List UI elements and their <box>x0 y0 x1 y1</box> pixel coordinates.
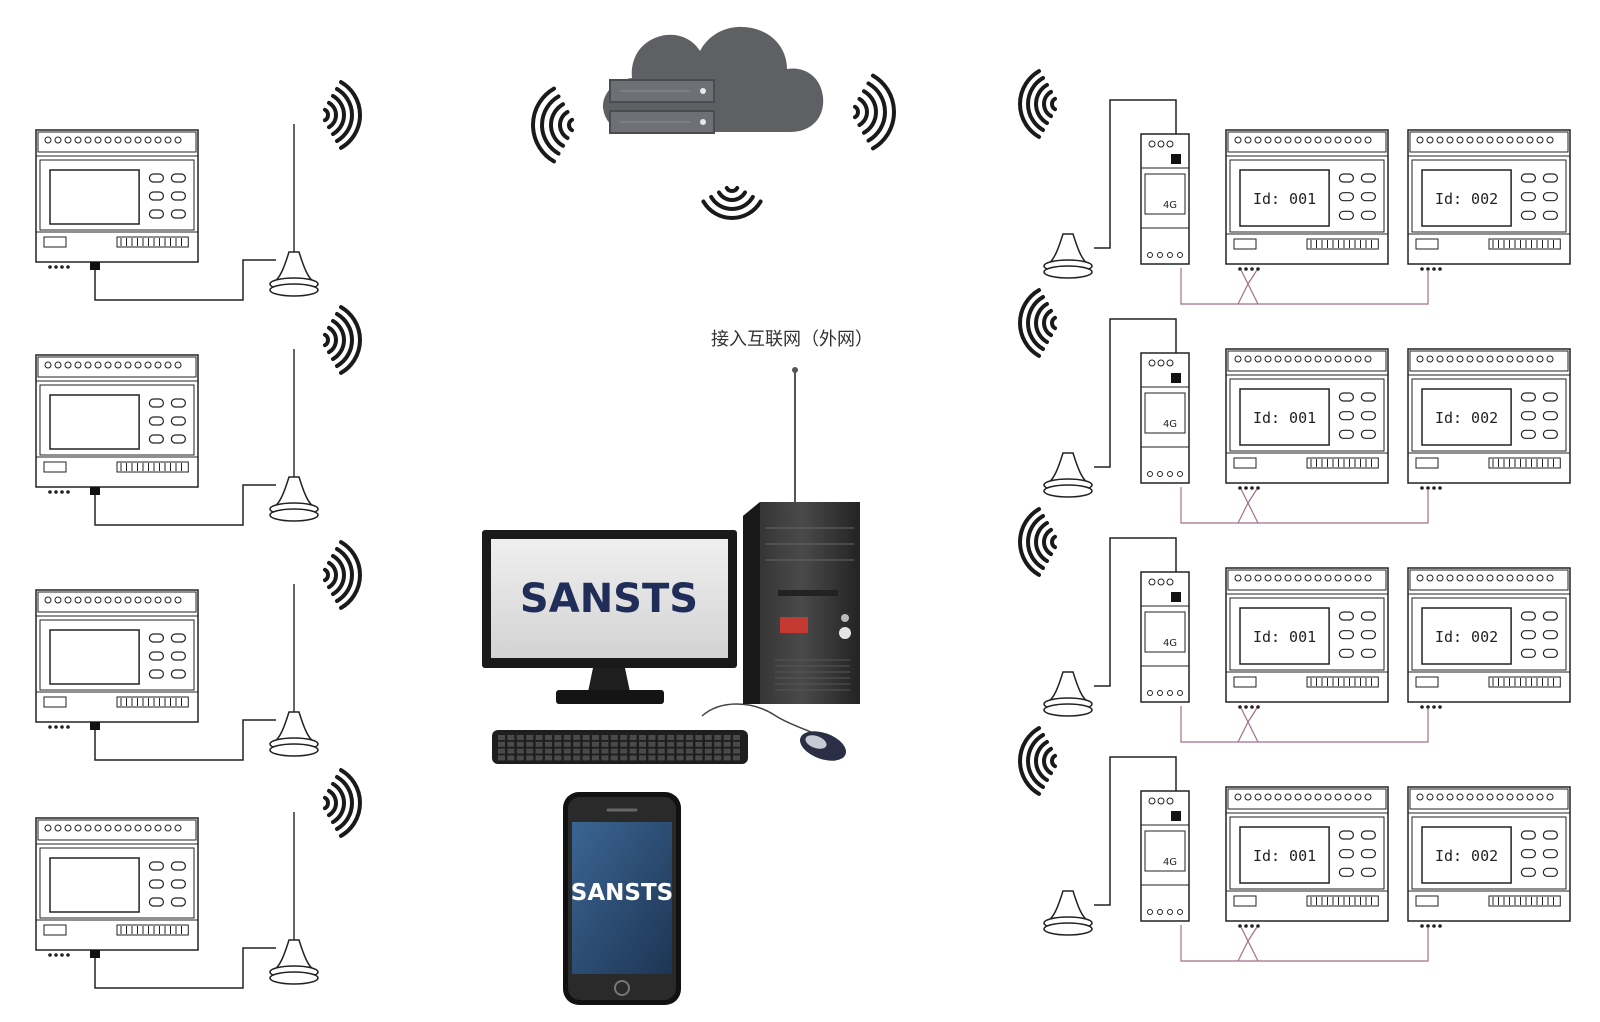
cloud-signal-left-icon <box>531 86 574 164</box>
suction-antenna-icon <box>1043 452 1093 498</box>
mouse <box>701 703 846 761</box>
internet-antenna <box>792 367 798 502</box>
device-id-label: Id: 001 <box>1253 190 1316 208</box>
keyboard <box>492 730 748 764</box>
right-device-row: 4G Id: 001 Id: 002 <box>1018 288 1571 524</box>
wireless-signal-icon <box>323 80 362 150</box>
left-meter-unit <box>35 768 362 989</box>
internet-access-label: 接入互联网（外网） <box>711 329 873 350</box>
power-meter <box>35 817 199 957</box>
suction-antenna-icon <box>1043 890 1093 936</box>
smartphone: SANSTS <box>563 792 681 1005</box>
right-device-row: 4G Id: 001 Id: 002 <box>1018 726 1571 962</box>
phone-brand-text: SANSTS <box>571 880 673 906</box>
desktop-computer: SANSTS <box>482 329 873 764</box>
device-id-label: Id: 002 <box>1435 628 1498 646</box>
whip-antenna-icon <box>269 584 319 757</box>
power-meter <box>35 589 199 729</box>
wireless-signal-icon <box>323 540 362 610</box>
wireless-signal-icon <box>1018 288 1057 358</box>
power-meter <box>35 354 199 494</box>
left-meter-unit <box>35 80 362 301</box>
monitor-brand-text: SANSTS <box>520 576 698 622</box>
device-id-label: Id: 001 <box>1253 628 1316 646</box>
whip-antenna-icon <box>269 124 319 297</box>
svg-text:4G: 4G <box>1163 857 1177 868</box>
wireless-gateway: 4G <box>1140 790 1190 922</box>
whip-antenna-icon <box>269 812 319 985</box>
cloud-signal-down-icon <box>701 186 763 220</box>
whip-antenna-icon <box>269 349 319 522</box>
wireless-gateway: 4G <box>1140 133 1190 265</box>
power-meter-id-002: Id: 002 <box>1407 567 1571 709</box>
suction-antenna-icon <box>1043 233 1093 279</box>
wireless-signal-icon <box>323 768 362 838</box>
power-meter-id-001: Id: 001 <box>1225 786 1389 928</box>
device-id-label: Id: 002 <box>1435 190 1498 208</box>
suction-antenna-icon <box>1043 671 1093 717</box>
power-meter-id-002: Id: 002 <box>1407 348 1571 490</box>
right-device-row: 4G Id: 001 Id: 002 <box>1018 69 1571 305</box>
power-meter-id-001: Id: 001 <box>1225 348 1389 490</box>
power-meter-id-002: Id: 002 <box>1407 129 1571 271</box>
cloud-server <box>602 26 824 134</box>
signal-waves <box>531 73 896 220</box>
wireless-gateway: 4G <box>1140 571 1190 703</box>
wireless-signal-icon <box>1018 69 1057 139</box>
device-id-label: Id: 001 <box>1253 409 1316 427</box>
cloud-signal-right-icon <box>853 73 896 151</box>
monitor: SANSTS <box>482 530 737 704</box>
power-meter-id-001: Id: 001 <box>1225 129 1389 271</box>
left-device-group <box>35 80 362 989</box>
wireless-gateway: 4G <box>1140 352 1190 484</box>
svg-text:4G: 4G <box>1163 200 1177 211</box>
device-id-label: Id: 002 <box>1435 409 1498 427</box>
device-id-label: Id: 001 <box>1253 847 1316 865</box>
pc-tower <box>743 502 860 704</box>
svg-text:4G: 4G <box>1163 419 1177 430</box>
wireless-signal-icon <box>1018 726 1057 796</box>
svg-text:4G: 4G <box>1163 638 1177 649</box>
device-id-label: Id: 002 <box>1435 847 1498 865</box>
left-meter-unit <box>35 305 362 526</box>
power-meter <box>35 129 199 269</box>
server-icon <box>609 79 715 134</box>
right-device-row: 4G Id: 001 Id: 002 <box>1018 507 1571 743</box>
wireless-signal-icon <box>1018 507 1057 577</box>
wireless-signal-icon <box>323 305 362 375</box>
left-meter-unit <box>35 540 362 761</box>
power-meter-id-002: Id: 002 <box>1407 786 1571 928</box>
power-meter-id-001: Id: 001 <box>1225 567 1389 709</box>
